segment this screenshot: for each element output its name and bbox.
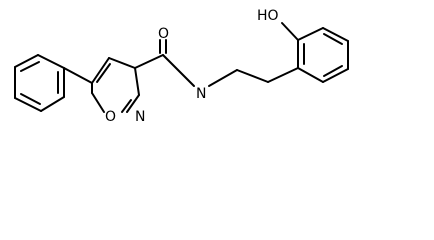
bond [134,67,140,96]
bond-inner [121,99,132,113]
hydroxyl-label: HO [257,8,279,24]
bond [267,67,299,83]
bond-inner [323,65,343,77]
bond-inner [323,33,343,45]
carbonyl-oxygen-label: O [158,26,169,42]
bond [322,68,349,83]
structure-canvas: HO O N N O [14,8,349,125]
ring-oxygen-label: O [105,109,116,125]
bond [162,54,195,87]
bond [281,22,299,41]
bond [236,69,269,83]
phenol-ring [297,27,349,83]
bond-inner [20,61,40,72]
bond [91,92,105,113]
bond [208,69,238,87]
bond [14,97,42,112]
bond [126,94,140,113]
phenyl-ring [14,54,65,112]
chemical-structure: HO O N N O [14,8,349,125]
bond-inner [20,93,41,105]
bond [297,67,324,83]
ring-nitrogen-label: N [135,109,145,125]
bond [297,27,324,41]
bond [37,54,65,69]
bond [322,27,349,42]
bond [63,67,93,84]
bond [108,57,136,69]
isoxazole-ring [91,57,140,113]
amide-nitrogen-label: N [196,86,206,102]
bond [40,96,65,112]
bond-inner [96,63,111,83]
bond [91,57,110,84]
bond [14,54,39,68]
bond [134,54,164,69]
